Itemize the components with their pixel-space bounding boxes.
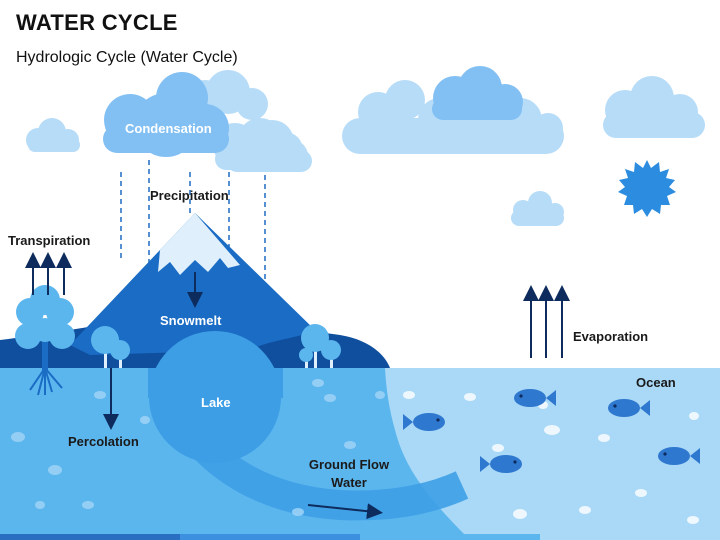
label-percolation: Percolation: [68, 434, 139, 449]
sun-icon: [618, 160, 676, 217]
fish-icon: [514, 389, 556, 407]
label-ground-flow-line1: Ground Flow: [308, 457, 390, 472]
ocean-bubbles: [403, 391, 699, 524]
label-evaporation: Evaporation: [573, 329, 649, 344]
fish-icon: [658, 447, 700, 465]
tree-icon: [91, 326, 130, 368]
bubbles: [11, 379, 385, 516]
page-subtitle: Hydrologic Cycle (Water Cycle): [16, 49, 238, 66]
cloud-icon: [103, 72, 229, 157]
transpiration-arrows: [25, 252, 72, 295]
tree-icon: [299, 324, 341, 368]
label-ground-flow-line2: Water: [331, 475, 367, 490]
cloud-icon: [511, 191, 564, 226]
cloud-icon: [603, 76, 705, 138]
fish-icon: [608, 399, 650, 417]
tree-icon: [15, 285, 75, 396]
label-transpiration: Transpiration: [8, 233, 91, 248]
label-lake: Lake: [201, 395, 231, 410]
page-title: WATER CYCLE: [16, 10, 178, 35]
label-ground-flow: Ground Flow Water: [300, 457, 398, 490]
cloud-icon: [26, 118, 80, 152]
fish-icon: [403, 413, 445, 431]
cloud-icon: [342, 66, 564, 154]
label-precipitation: Precipitation: [150, 188, 229, 203]
arrow-right-icon: [307, 503, 383, 520]
label-ocean: Ocean: [636, 375, 676, 390]
ground-flow-arrow: [307, 503, 383, 520]
evaporation-arrows: [523, 285, 570, 358]
label-snowmelt: Snowmelt: [160, 313, 222, 328]
label-condensation: Condensation: [125, 121, 212, 136]
fish-icon: [480, 455, 522, 473]
precipitation-lines: [120, 160, 266, 285]
bottom-strip: [0, 534, 720, 540]
cloud-icon: [226, 120, 312, 172]
